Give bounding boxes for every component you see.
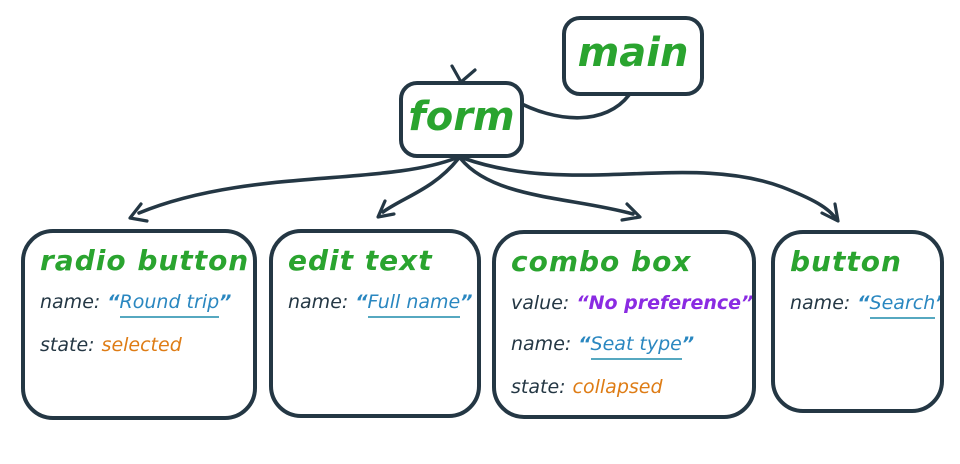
property-key: name:	[511, 332, 572, 355]
property-key: name:	[790, 291, 851, 314]
node-edit-text: edit text name: “Full name”	[269, 229, 481, 418]
edge-form-radio-button-arrowhead	[128, 202, 149, 223]
node-main-title: main	[577, 30, 689, 76]
close-quote: ”	[681, 332, 695, 355]
node-title: radio button	[40, 244, 250, 277]
node-title: combo box	[511, 245, 692, 278]
property-key: name:	[288, 290, 349, 313]
open-quote: “	[355, 290, 368, 313]
property-value: selected	[101, 333, 182, 356]
property-row: name: “Search”	[790, 289, 940, 319]
property-key: name:	[40, 290, 101, 313]
edge-form-button-arrowhead	[820, 202, 840, 223]
node-title: button	[790, 245, 902, 278]
property-row: state: selected	[40, 331, 245, 359]
property-row: value: “No preference”	[511, 289, 752, 317]
property-row: state: collapsed	[511, 373, 744, 401]
property-value: “Full name”	[355, 290, 473, 318]
property-row: name: “Round trip”	[40, 288, 245, 318]
property-value: “Search”	[857, 291, 940, 319]
open-quote: “	[578, 332, 591, 355]
node-form-title: form	[408, 93, 515, 140]
close-quote: ”	[460, 290, 473, 313]
node-combo-box: combo box value: “No preference” name: “Se…	[492, 230, 756, 419]
property-value: “Seat type”	[578, 332, 695, 360]
node-form: form	[399, 81, 524, 158]
edge-form-edit-text	[381, 157, 460, 214]
property-row: name: “Seat type”	[511, 330, 744, 360]
edge-form-edit-text-arrowhead	[376, 199, 396, 219]
property-value: “No preference”	[576, 291, 754, 314]
edge-form-combo-box	[459, 157, 635, 216]
edge-form-combo-box-arrowhead	[620, 202, 642, 222]
open-quote: “	[107, 290, 120, 313]
property-value: “Round trip”	[107, 290, 232, 318]
node-button: button name: “Search”	[771, 230, 944, 413]
open-quote: “	[857, 291, 870, 314]
close-quote: ”	[741, 291, 754, 314]
node-radio-button: radio button name: “Round trip” state: sel…	[21, 229, 257, 420]
property-key: state:	[511, 375, 566, 398]
edge-main-form-arrowhead	[450, 64, 477, 84]
edge-form-radio-button	[137, 156, 458, 215]
close-quote: ”	[935, 292, 940, 314]
open-quote: “	[576, 291, 589, 314]
property-key: value:	[511, 291, 570, 314]
property-value: collapsed	[572, 375, 663, 398]
close-quote: ”	[219, 290, 232, 313]
edge-form-button	[461, 156, 838, 221]
node-title: edit text	[288, 244, 433, 277]
property-key: state:	[40, 333, 95, 356]
property-row: name: “Full name”	[288, 288, 473, 318]
node-main: main	[562, 16, 704, 96]
